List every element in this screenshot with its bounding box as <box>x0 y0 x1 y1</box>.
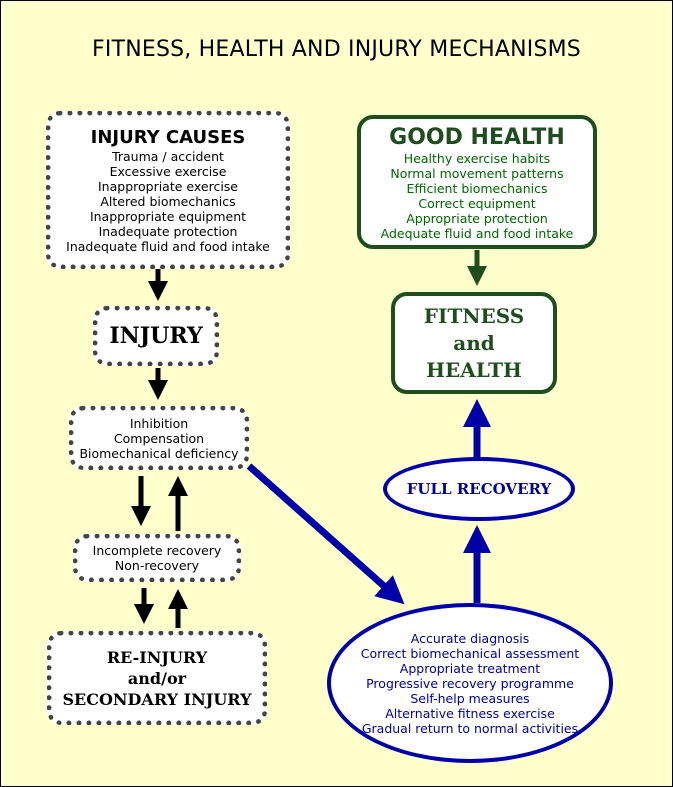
arrow-inhibition-to-recovery <box>246 463 405 605</box>
full-recovery-label: FULL RECOVERY <box>406 480 552 498</box>
cause-item: Trauma / accident <box>112 148 224 164</box>
incomplete-item: Non-recovery <box>114 558 200 573</box>
fitness-health-line: HEALTH <box>426 357 522 382</box>
recovery-step: Correct biomechanical assessment <box>360 645 580 661</box>
recovery-step: Self-help measures <box>410 690 530 706</box>
good-health-heading: GOOD HEALTH <box>389 124 565 150</box>
full-recovery-ellipse: FULL RECOVERY <box>383 457 575 521</box>
good-health-item: Adequate fluid and food intake <box>380 225 574 241</box>
inhibition-item: Biomechanical deficiency <box>79 445 239 461</box>
recovery-step: Progressive recovery programme <box>366 675 574 691</box>
inhibition-box: Inhibition Compensation Biomechanical de… <box>69 406 249 470</box>
recovery-step: Alternative fitness exercise <box>385 705 555 721</box>
recovery-step: Accurate diagnosis <box>410 630 530 646</box>
good-health-item: Appropriate protection <box>406 210 548 226</box>
good-health-item: Normal movement patterns <box>390 165 564 181</box>
cause-item: Inappropriate equipment <box>89 208 247 224</box>
inhibition-item: Compensation <box>113 430 205 446</box>
good-health-box: GOOD HEALTH Healthy exercise habits Norm… <box>357 115 597 249</box>
reinjury-line: SECONDARY INJURY <box>62 689 252 709</box>
injury-label: INJURY <box>109 323 203 349</box>
recovery-steps-ellipse: Accurate diagnosis Correct biomechanical… <box>327 603 613 763</box>
reinjury-line: and/or <box>127 668 187 688</box>
cause-item: Excessive exercise <box>109 163 227 179</box>
incomplete-item: Incomplete recovery <box>92 543 222 558</box>
good-health-item: Healthy exercise habits <box>403 150 551 166</box>
cause-item: Altered biomechanics <box>100 193 236 209</box>
fitness-health-line: and <box>453 330 495 355</box>
reinjury-line: RE-INJURY <box>106 647 208 667</box>
recovery-step: Gradual return to normal activities <box>361 720 579 736</box>
injury-causes-heading: INJURY CAUSES <box>90 126 246 148</box>
inhibition-item: Inhibition <box>129 415 189 431</box>
injury-causes-box: INJURY CAUSES Trauma / accident Excessiv… <box>46 111 290 269</box>
incomplete-recovery-box: Incomplete recovery Non-recovery <box>73 534 241 582</box>
fitness-health-line: FITNESS <box>423 303 525 328</box>
recovery-step: Appropriate treatment <box>399 660 541 676</box>
good-health-item: Correct equipment <box>418 195 536 211</box>
diagram-title: FITNESS, HEALTH AND INJURY MECHANISMS <box>92 37 581 62</box>
fitness-health-box: FITNESS and HEALTH <box>391 292 557 394</box>
cause-item: Inappropriate exercise <box>97 178 238 194</box>
cause-item: Inadequate protection <box>98 223 238 239</box>
reinjury-box: RE-INJURY and/or SECONDARY INJURY <box>47 631 267 725</box>
injury-box: INJURY <box>93 306 219 366</box>
cause-item: Inadequate fluid and food intake <box>66 238 270 254</box>
good-health-item: Efficient biomechanics <box>406 180 548 196</box>
